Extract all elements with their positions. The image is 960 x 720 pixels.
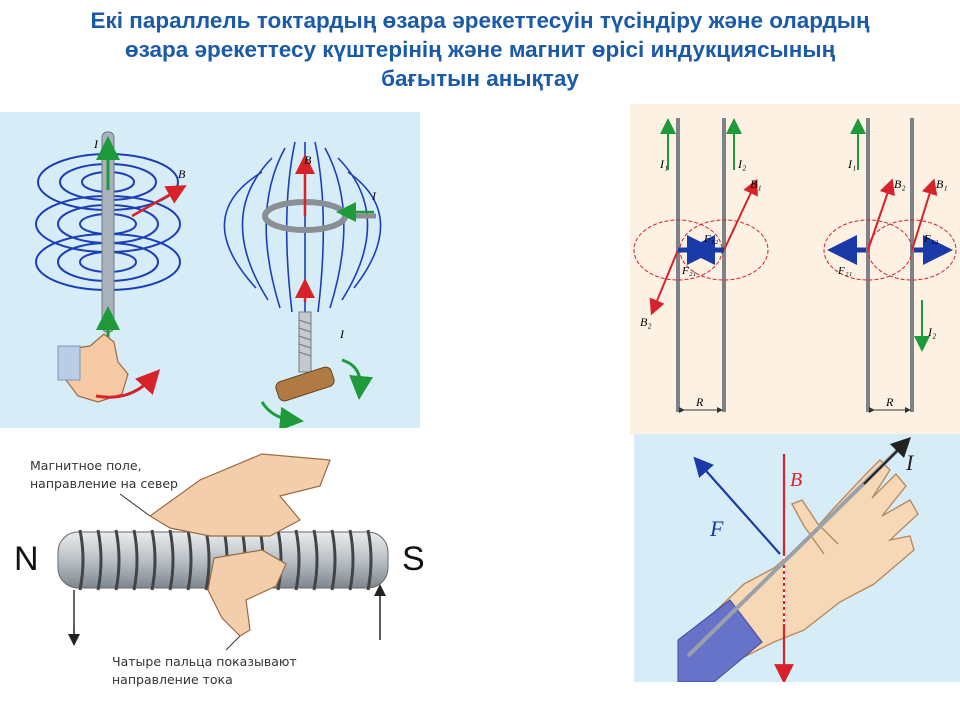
page-title: Екі параллель токтардың өзара әрекеттесу… xyxy=(20,6,940,93)
screw-rule-icon: I xyxy=(260,278,374,428)
left-i2-label: I₂ xyxy=(737,157,746,171)
solenoid-diagram: Магнитное поле, направление на север N S… xyxy=(0,440,500,690)
right-hand-thumb-icon xyxy=(57,306,161,403)
left-b1-label: B₁ xyxy=(750,177,762,191)
parallel-currents-diagram: I₁ I₂ B₁ B₂ F₁₂ F₂₁ R I₁ I₂ B₂ B₁ xyxy=(630,104,960,434)
attraction-configuration: I₁ I₂ B₁ B₂ F₁₂ F₂₁ R xyxy=(633,118,769,413)
title-line-1: Екі параллель токтардың өзара әрекеттесу… xyxy=(90,8,870,33)
screw-current-label: I xyxy=(339,327,345,341)
right-i2-label: I₂ xyxy=(927,325,936,339)
parallel-svg: I₁ I₂ B₁ B₂ F₁₂ F₂₁ R I₁ I₂ B₂ B₁ xyxy=(633,118,957,413)
right-b1-label: B₁ xyxy=(936,177,948,191)
ring-current-diagram: I B I xyxy=(223,141,382,428)
hand-svg: B I F xyxy=(677,436,919,682)
gripping-hand-icon xyxy=(148,453,331,637)
wire-field-label: B xyxy=(178,167,186,181)
magnetic-field-illustration: I B xyxy=(0,112,420,428)
loop-field-label: B xyxy=(304,153,312,167)
title-line-3: бағытын анықтау xyxy=(381,66,579,91)
open-hand-icon xyxy=(677,459,919,682)
field-caption-line-1: Магнитное поле, xyxy=(30,458,142,473)
current-caption-line-1: Чатыре пальца показывают xyxy=(112,654,297,669)
hand-f-label: F xyxy=(709,516,724,541)
title-line-2: өзара әрекеттесу күштерінің және магнит … xyxy=(124,37,836,62)
field-svg: I B xyxy=(35,131,382,428)
repulsion-configuration: I₁ I₂ B₂ B₁ F₁₂ F₂₁ R xyxy=(823,118,957,413)
loop-current-label: I xyxy=(371,189,377,203)
south-pole-label: S xyxy=(402,540,425,578)
left-f21-label: F₂₁ xyxy=(681,265,697,277)
hand-b-label: B xyxy=(790,469,802,491)
straight-wire-diagram: I B xyxy=(35,131,187,403)
left-f12-label: F₁₂ xyxy=(703,233,719,245)
right-b2-label: B₂ xyxy=(894,177,906,191)
right-f12-label: F₁₂ xyxy=(923,233,939,245)
left-hand-rule-diagram: B I F xyxy=(634,434,960,682)
left-r-label: R xyxy=(695,395,704,409)
right-r-label: R xyxy=(885,395,894,409)
current-caption-line-2: направление тока xyxy=(112,672,233,687)
hand-i-label: I xyxy=(905,450,915,475)
right-i1-label: I₁ xyxy=(847,157,856,171)
right-f21-label: F₂₁ xyxy=(837,265,853,277)
north-pole-label: N xyxy=(14,540,39,578)
left-i1-label: I₁ xyxy=(659,157,668,171)
solenoid-svg: Магнитное поле, направление на север N S… xyxy=(14,453,425,687)
field-caption-line-2: направление на север xyxy=(30,476,178,491)
wire-current-label: I xyxy=(93,137,99,151)
left-b2-label: B₂ xyxy=(640,315,652,329)
